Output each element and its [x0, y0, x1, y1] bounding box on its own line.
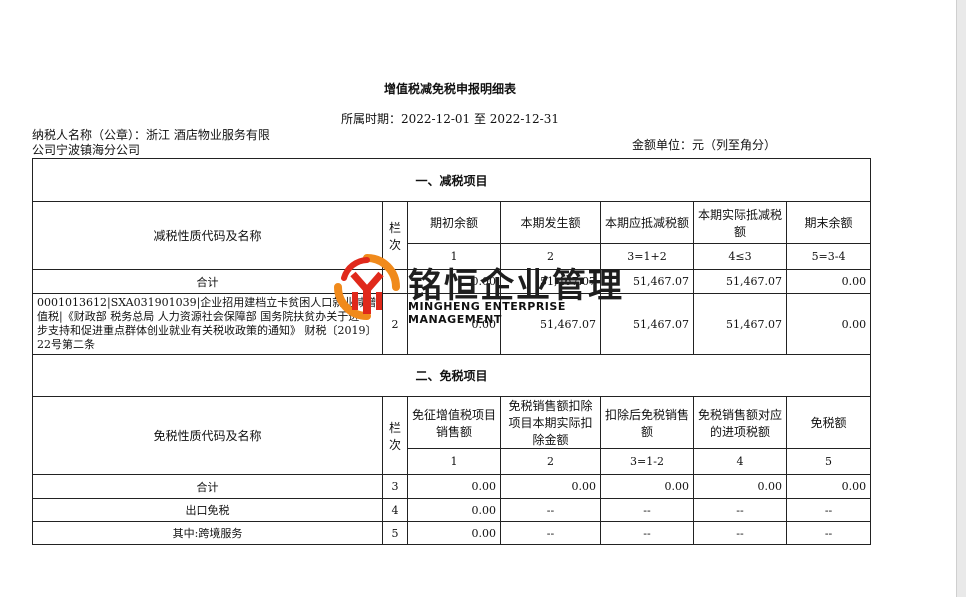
- cell-value: 0.00: [785, 474, 872, 499]
- reduction-section-title: 一、减税项目: [31, 158, 872, 202]
- col-number: 5=3-4: [785, 243, 872, 270]
- viewer-edge: [956, 0, 966, 597]
- taxpayer-name: 纳税人名称（公章）：浙江 酒店物业服务有限 公司宁波镇海分公司: [32, 128, 332, 158]
- cell-value: 0.00: [407, 498, 501, 522]
- reduction-item-row: 0001013612|SXA031901039|企业招用建档立卡贫困人口就业减增…: [32, 293, 872, 355]
- exemption-total-row: 合计 3 0.00 0.00 0.00 0.00 0.00: [32, 474, 872, 499]
- reduction-line-header: 栏次: [382, 201, 408, 270]
- row-label: 其中:跨境服务: [32, 521, 383, 545]
- col-number: 5: [785, 448, 872, 475]
- reduction-item-description: 0001013612|SXA031901039|企业招用建档立卡贫困人口就业减增…: [32, 293, 383, 355]
- row-line: 2: [382, 293, 408, 355]
- cell-value: 51,467.07: [600, 293, 694, 355]
- col-number: 1: [407, 243, 501, 270]
- taxpayer-line-1: 纳税人名称（公章）：浙江 酒店物业服务有限: [32, 128, 270, 142]
- row-line: 4: [382, 498, 408, 522]
- cell-value: 0.00: [785, 269, 872, 294]
- cell-value: --: [600, 498, 694, 522]
- exemption-section-title: 二、免税项目: [31, 354, 872, 397]
- cell-value: 0.00: [693, 474, 787, 499]
- exemption-line-header: 栏次: [382, 396, 408, 475]
- col-number: 3=1+2: [600, 243, 694, 270]
- cell-value: 51,467.07: [693, 293, 787, 355]
- declaration-table: 一、减税项目 减税性质代码及名称 栏次 期初余额 本期发生额 本期应抵减税额 本…: [31, 158, 872, 545]
- row-label: 合计: [32, 269, 383, 294]
- col-number: 4≤3: [693, 243, 787, 270]
- exemption-crossborder-row: 其中:跨境服务 5 0.00 -- -- -- --: [32, 521, 872, 545]
- reduction-section-header: 一、减税项目: [31, 158, 872, 202]
- report-period: 所属时期：2022-12-01 至 2022-12-31: [340, 112, 559, 126]
- reduction-col3-header: 本期应抵减税额: [600, 201, 694, 244]
- reduction-col5-header: 期末余额: [785, 201, 872, 244]
- exemption-export-row: 出口免税 4 0.00 -- -- -- --: [32, 498, 872, 522]
- exemption-col2-header: 免税销售额扣除项目本期实际扣除金额: [500, 396, 601, 449]
- cell-value: --: [785, 521, 872, 545]
- row-line: 3: [382, 474, 408, 499]
- row-label: 出口免税: [32, 498, 383, 522]
- report-title: 增值税减免税申报明细表: [383, 82, 516, 96]
- col-number: 4: [693, 448, 787, 475]
- exemption-col4-header: 免税销售额对应的进项税额: [693, 396, 787, 449]
- col-number: 3=1-2: [600, 448, 694, 475]
- cell-value: --: [600, 521, 694, 545]
- exemption-header-row: 免税性质代码及名称 栏次 免征增值税项目销售额 免税销售额扣除项目本期实际扣除金…: [32, 396, 872, 475]
- reduction-col1-header: 期初余额: [407, 201, 501, 244]
- exemption-col1-header: 免征增值税项目销售额: [407, 396, 501, 449]
- exemption-name-header: 免税性质代码及名称: [32, 396, 383, 475]
- reduction-header-row: 减税性质代码及名称 栏次 期初余额 本期发生额 本期应抵减税额 本期实际抵减税额…: [32, 201, 872, 270]
- cell-value: 0.00: [600, 474, 694, 499]
- reduction-col2-header: 本期发生额: [500, 201, 601, 244]
- row-line: 5: [382, 521, 408, 545]
- cell-value: 0.00: [407, 521, 501, 545]
- reduction-total-row: 合计 1 0.00 51,467.07 51,467.07 51,467.07 …: [32, 269, 872, 294]
- cell-value: --: [693, 521, 787, 545]
- col-number: 2: [500, 448, 601, 475]
- cell-value: --: [500, 521, 601, 545]
- cell-value: 0.00: [785, 293, 872, 355]
- cell-value: 0.00: [407, 474, 501, 499]
- cell-value: 51,467.07: [600, 269, 694, 294]
- row-line: 1: [382, 269, 408, 294]
- reduction-name-header: 减税性质代码及名称: [32, 201, 383, 270]
- col-number: 1: [407, 448, 501, 475]
- col-number: 2: [500, 243, 601, 270]
- exemption-colnum-row: 1 2 3=1-2 4 5: [33, 448, 872, 475]
- cell-value: 51,467.07: [693, 269, 787, 294]
- cell-value: 0.00: [407, 293, 501, 355]
- exemption-section-header: 二、免税项目: [31, 354, 872, 397]
- cell-value: 0.00: [407, 269, 501, 294]
- cell-value: 51,467.07: [500, 269, 601, 294]
- taxpayer-line-2: 公司宁波镇海分公司: [32, 143, 141, 157]
- reduction-col4-header: 本期实际抵减税额: [693, 201, 787, 244]
- exemption-col5-header: 免税额: [785, 396, 872, 449]
- exemption-col3-header: 扣除后免税销售额: [600, 396, 694, 449]
- reduction-colnum-row: 1 2 3=1+2 4≤3 5=3-4: [33, 243, 872, 270]
- cell-value: --: [785, 498, 872, 522]
- cell-value: 0.00: [500, 474, 601, 499]
- cell-value: --: [500, 498, 601, 522]
- cell-value: --: [693, 498, 787, 522]
- row-label: 合计: [32, 474, 383, 499]
- cell-value: 51,467.07: [500, 293, 601, 355]
- amount-unit: 金额单位：元（列至角分）: [632, 138, 777, 152]
